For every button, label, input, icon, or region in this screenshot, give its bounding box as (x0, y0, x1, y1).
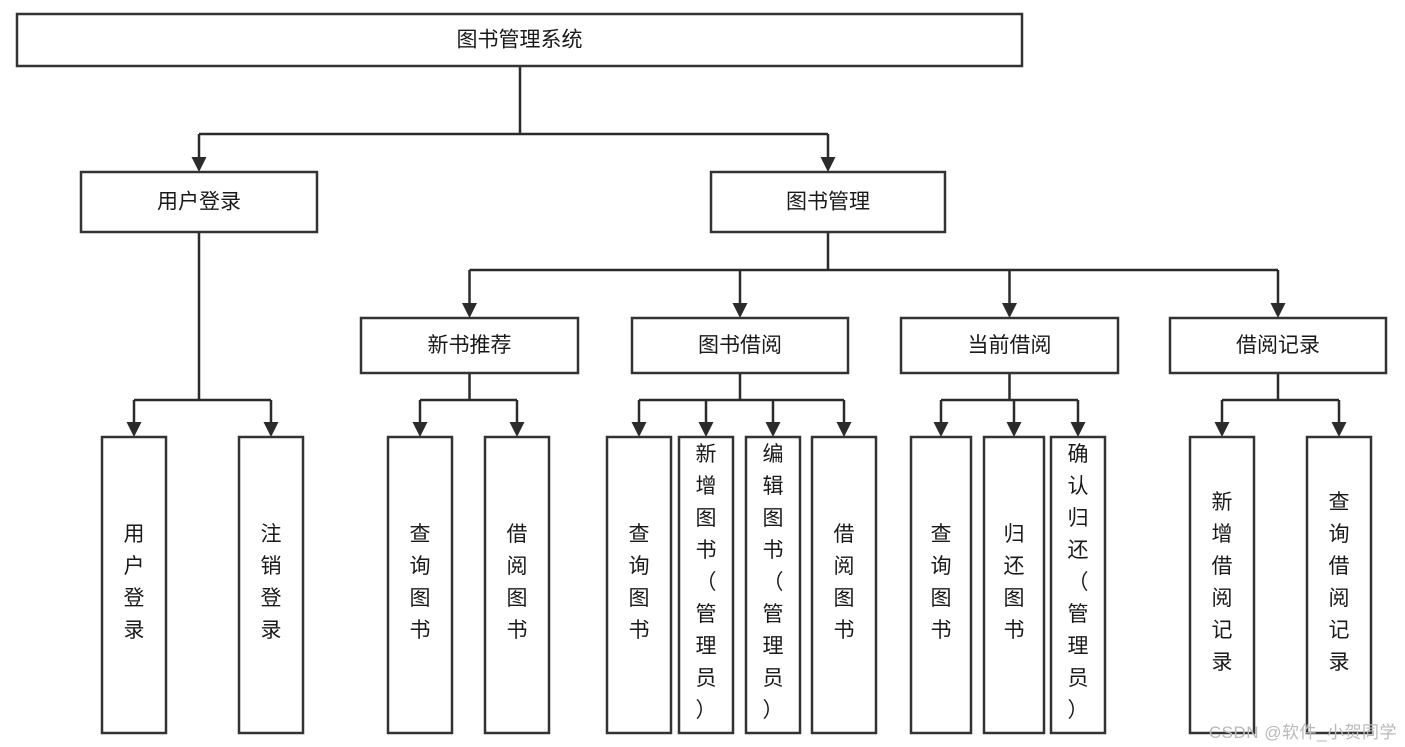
node-leaf-2[interactable]: 查询图书 (386, 435, 454, 735)
node-rect (79, 170, 319, 234)
node-label: 图书管理 (786, 191, 870, 214)
node-rect (15, 12, 1024, 68)
node-layer: 图书管理系统用户登录图书管理新书推荐图书借阅当前借阅借阅记录用户登录注销登录查询… (15, 12, 1388, 735)
node-label: 归还图书 (1004, 523, 1025, 642)
arrow-head (263, 422, 279, 437)
arrow-head (1070, 422, 1086, 437)
node-level2-1[interactable]: 图书管理 (709, 170, 947, 234)
node-leaf-4[interactable]: 查询图书 (605, 435, 673, 735)
node-leaf-11[interactable]: 新增借阅记录 (1188, 435, 1256, 735)
node-level3-0[interactable]: 新书推荐 (359, 316, 580, 375)
node-leaf-5[interactable]: 新增图书（管理员） (677, 435, 735, 735)
node-label: 当前借阅 (968, 334, 1052, 357)
node-leaf-10[interactable]: 确认归还（管理员） (1049, 435, 1107, 735)
node-leaf-7[interactable]: 借阅图书 (810, 435, 878, 735)
arrow-head (1331, 422, 1347, 437)
node-rect (100, 435, 168, 735)
node-rect (1168, 316, 1388, 375)
node-label: 查询图书 (629, 523, 650, 642)
node-rect (1049, 435, 1107, 735)
node-rect (237, 435, 305, 735)
node-rect (359, 316, 580, 375)
node-rect (982, 435, 1046, 735)
node-rect (744, 435, 802, 735)
node-label: 借阅图书 (507, 523, 528, 642)
node-rect (810, 435, 878, 735)
arrow-head (1002, 303, 1017, 318)
node-label: 新增图书（管理员） (696, 443, 717, 722)
node-rect (709, 170, 947, 234)
arrow-head (933, 422, 949, 437)
node-rect (909, 435, 973, 735)
node-label: 注销登录 (261, 523, 282, 642)
node-leaf-12[interactable]: 查询借阅记录 (1305, 435, 1373, 735)
node-label: 借阅记录 (1236, 334, 1320, 357)
arrow-head (820, 157, 836, 172)
node-leaf-6[interactable]: 编辑图书（管理员） (744, 435, 802, 735)
node-leaf-1[interactable]: 注销登录 (237, 435, 305, 735)
node-label: 确认归还（管理员） (1068, 443, 1089, 722)
arrow-head (509, 422, 525, 437)
arrow-head (698, 422, 714, 437)
node-rect (483, 435, 551, 735)
node-level2-0[interactable]: 用户登录 (79, 170, 319, 234)
arrow-head (836, 422, 852, 437)
node-label: 新增借阅记录 (1212, 491, 1233, 674)
node-rect (386, 435, 454, 735)
node-label: 图书管理系统 (457, 29, 583, 52)
arrow-head (631, 422, 647, 437)
node-label: 查询图书 (931, 523, 952, 642)
node-rect (1188, 435, 1256, 735)
node-level3-2[interactable]: 当前借阅 (899, 316, 1120, 375)
node-level3-1[interactable]: 图书借阅 (630, 316, 850, 375)
node-rect (605, 435, 673, 735)
node-leaf-9[interactable]: 归还图书 (982, 435, 1046, 735)
arrow-head (1214, 422, 1230, 437)
node-rect (1305, 435, 1373, 735)
arrow-head (126, 422, 142, 437)
arrow-head (1006, 422, 1022, 437)
node-label: 用户登录 (157, 191, 241, 214)
node-label: 编辑图书（管理员） (763, 443, 784, 722)
arrow-head (462, 303, 477, 318)
node-rect (677, 435, 735, 735)
node-label: 用户登录 (124, 523, 145, 642)
node-leaf-8[interactable]: 查询图书 (909, 435, 973, 735)
arrow-head (1270, 303, 1286, 318)
node-rect (899, 316, 1120, 375)
node-leaf-0[interactable]: 用户登录 (100, 435, 168, 735)
node-label: 查询借阅记录 (1329, 491, 1350, 674)
node-rect (630, 316, 850, 375)
node-label: 查询图书 (410, 523, 431, 642)
node-leaf-3[interactable]: 借阅图书 (483, 435, 551, 735)
arrow-head (191, 157, 207, 172)
connector-layer (126, 66, 1347, 437)
arrow-head (732, 303, 748, 318)
node-label: 借阅图书 (834, 523, 855, 642)
node-label: 图书借阅 (698, 334, 782, 357)
arrow-head (765, 422, 781, 437)
node-level3-3[interactable]: 借阅记录 (1168, 316, 1388, 375)
node-root-图书管理系统[interactable]: 图书管理系统 (15, 12, 1024, 68)
node-label: 新书推荐 (428, 334, 512, 357)
arrow-head (412, 422, 428, 437)
